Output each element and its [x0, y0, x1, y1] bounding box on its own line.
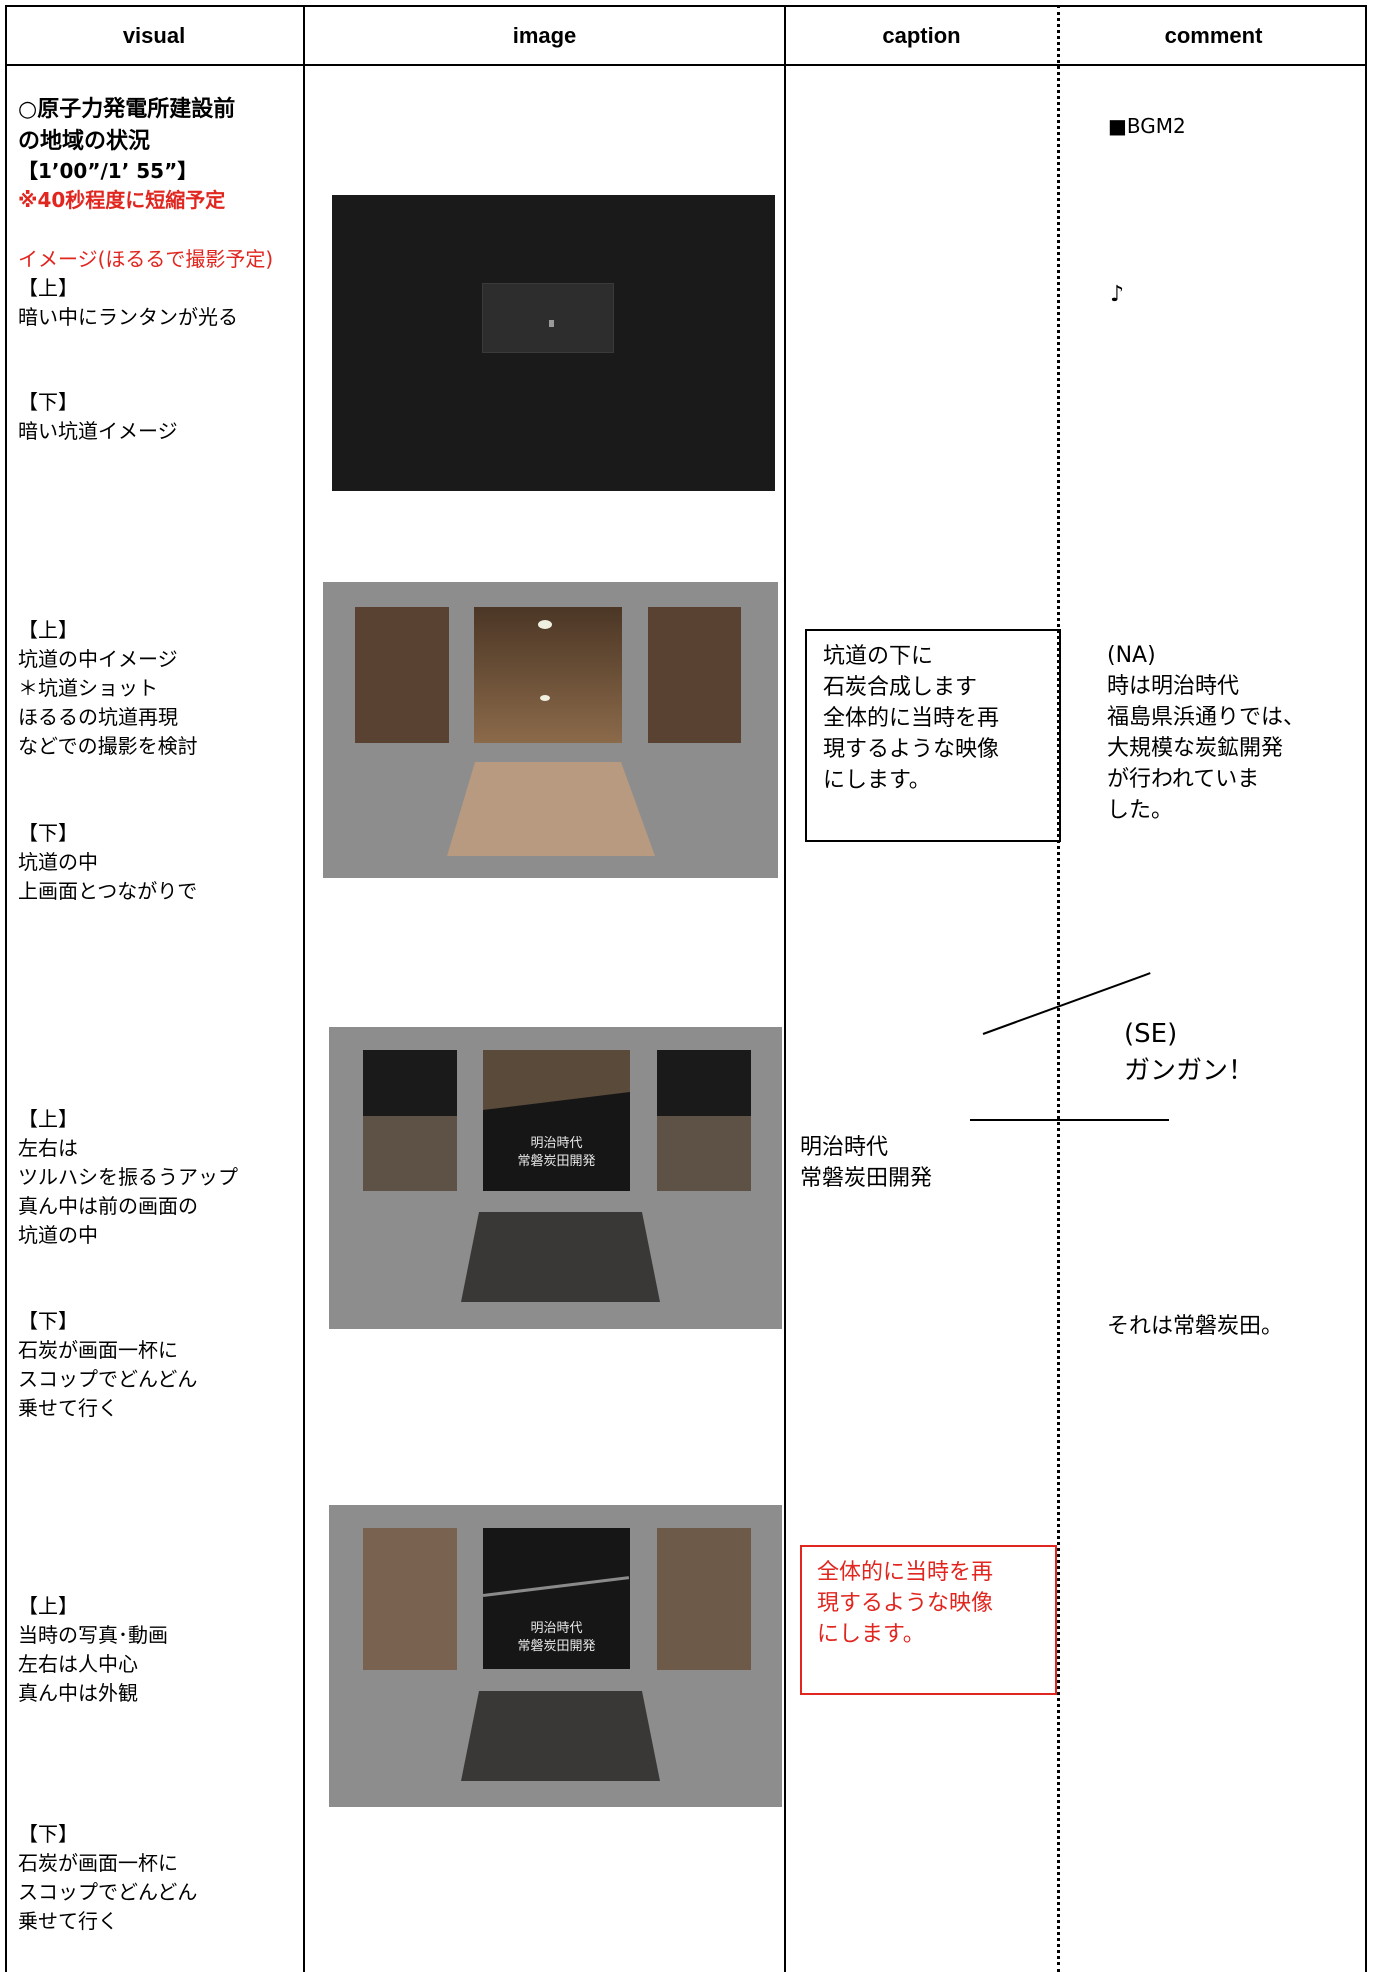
panel-right-worker: [657, 1528, 751, 1670]
panel-right-top: [657, 1050, 751, 1116]
overlay-line-2: 常磐炭田開発: [517, 1639, 596, 1654]
panel-center: 明治時代 常磐炭田開発: [482, 1528, 630, 1669]
overlay-line-1: 明治時代: [530, 1621, 583, 1636]
image-lantern-dark: [332, 195, 775, 491]
panel-left-top: [363, 1050, 457, 1116]
caption-composite-note: 坑道の下に 石炭合成します 全体的に当時を再 現するような映像 にします。: [823, 644, 1000, 793]
image-tunnel-composite: [323, 582, 778, 878]
panel-left-bottom: [363, 1116, 457, 1191]
annotation-line: [970, 1119, 1169, 1121]
tunnel-panel-center: [474, 607, 622, 743]
tunnel-panel-left: [355, 607, 449, 743]
overlay-caption-1: 明治時代 常磐炭田開発: [483, 1135, 630, 1171]
section-title-cont: の地域の状況: [18, 129, 151, 154]
storyboard-page: visual image caption comment ○原子力発電所建設前 …: [5, 5, 1371, 1972]
caption-box: [805, 629, 1061, 842]
scene-upper-3: 【上】 左右は ツルハシを振るうアップ 真ん中は前の画面の 坑道の中: [18, 1107, 238, 1247]
image-photos-composite: 明治時代 常磐炭田開発: [329, 1505, 782, 1807]
panel-left-worker: [363, 1528, 457, 1670]
header-image: image: [512, 23, 577, 48]
scene-lower-1: 【下】 暗い坑道イメージ: [18, 390, 178, 443]
panel-right-bottom: [657, 1116, 751, 1191]
image-note: イメージ(ほるるで撮影予定): [18, 247, 274, 271]
column-divider-dotted: [1057, 5, 1060, 1972]
caption-red-note: 全体的に当時を再 現するような映像 にします。: [817, 1560, 994, 1647]
shorten-note: ※40秒程度に短縮予定: [18, 188, 226, 212]
coal-floor: [461, 1212, 660, 1302]
timing-label: 【1’00”/1’ 55”】: [18, 159, 198, 183]
scene-lower-3: 【下】 石炭が画面一杯に スコップでどんどん 乗せて行く: [18, 1309, 198, 1420]
caption-box-red: [800, 1545, 1057, 1695]
lantern-glow: [482, 283, 614, 353]
overlay-line-2: 常磐炭田開発: [517, 1154, 596, 1169]
lantern-light: [549, 320, 554, 327]
sound-effect: (SE) ガンガン！: [1124, 1019, 1255, 1086]
scene-lower-4: 【下】 石炭が画面一杯に スコップでどんどん 乗せて行く: [18, 1822, 198, 1933]
header-divider: [5, 64, 1367, 66]
header-comment: comment: [1164, 23, 1263, 48]
section-title: ○原子力発電所建設前: [18, 97, 236, 122]
caption-meiji: 明治時代 常磐炭田開発: [800, 1135, 933, 1191]
coal-floor: [461, 1691, 660, 1781]
panel-center-dark: [483, 1092, 630, 1191]
comment-joban: それは常磐炭田。: [1107, 1314, 1284, 1339]
column-divider: [784, 5, 786, 1972]
header-caption: caption: [882, 23, 961, 48]
scene-upper-2: 【上】 坑道の中イメージ ＊坑道ショット ほるるの坑道再現 などでの撮影を検討: [18, 618, 198, 758]
scene-upper-1: 【上】 暗い中にランタンが光る: [18, 276, 238, 329]
header-visual: visual: [122, 23, 186, 48]
panel-center: 明治時代 常磐炭田開発: [483, 1050, 630, 1191]
tunnel-floor: [447, 762, 655, 856]
music-note: ♪: [1110, 282, 1125, 307]
tunnel-lamp: [538, 620, 552, 629]
table-frame: [5, 5, 1367, 1972]
scene-lower-2: 【下】 坑道の中 上画面とつながりで: [18, 821, 198, 903]
image-pickaxe-composite: 明治時代 常磐炭田開発: [329, 1027, 782, 1329]
narration-text: (NA) 時は明治時代 福島県浜通りでは、 大規模な炭鉱開発 が行われていま し…: [1107, 643, 1306, 823]
overlay-line-1: 明治時代: [530, 1136, 583, 1151]
overlay-caption-2: 明治時代 常磐炭田開発: [483, 1620, 630, 1656]
tunnel-lamp: [540, 695, 550, 701]
bgm-label: ■BGM2: [1108, 114, 1186, 138]
scene-upper-4: 【上】 当時の写真･動画 左右は人中心 真ん中は外観: [18, 1594, 168, 1705]
tunnel-panel-right: [648, 607, 741, 743]
column-divider: [303, 5, 305, 1972]
